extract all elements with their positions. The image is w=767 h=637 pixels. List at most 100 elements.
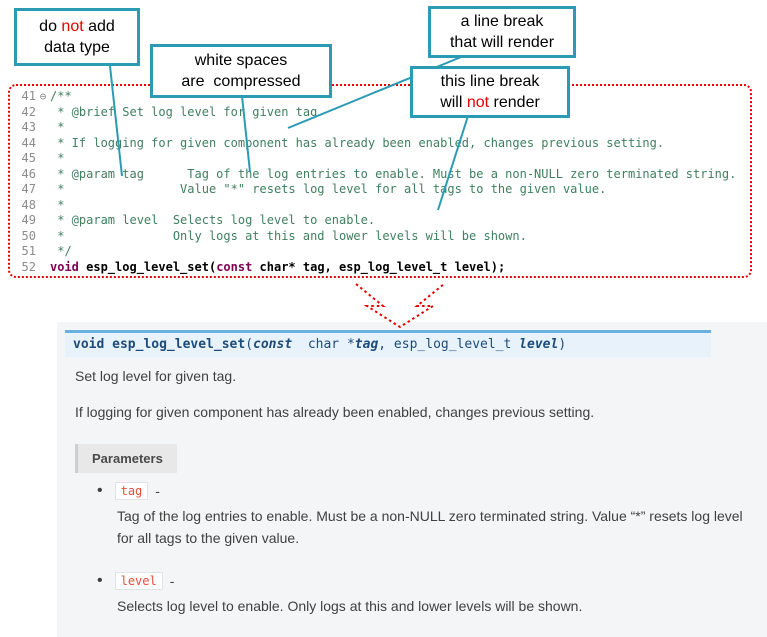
callout-line: are compressed [181, 71, 300, 92]
text-segment: esp_log_level_set [112, 337, 246, 352]
text-segment: white spaces [194, 51, 288, 69]
code-line: 51 */ [16, 244, 750, 260]
code-text: /** [50, 89, 72, 105]
fold-icon [36, 167, 50, 183]
fold-icon [36, 198, 50, 214]
text-segment: char* tag, esp_log_level_t level); [252, 259, 506, 274]
line-number: 51 [21, 244, 36, 258]
code-line: 50 * Only logs at this and lower levels … [16, 229, 750, 245]
param-description: Tag of the log entries to enable. Must b… [117, 508, 743, 547]
text-segment: */ [50, 244, 72, 258]
line-number: 49 [21, 213, 36, 227]
code-line: 48 * [16, 198, 750, 214]
fold-icon [36, 244, 50, 260]
code-text: * @param level Selects log level to enab… [50, 213, 375, 229]
callout-line: white spaces [195, 50, 288, 71]
code-line: 45 * [16, 151, 750, 167]
text-segment: render [489, 94, 540, 111]
code-text: void esp_log_level_set(const char* tag, … [50, 260, 505, 276]
callout-whitespace: white spaces are compressed [150, 44, 332, 98]
fold-icon [36, 136, 50, 152]
code-line: 52 void esp_log_level_set(const char* tag… [16, 260, 750, 276]
code-editor: 41⊖/**42 * @brief Set log level for give… [8, 84, 752, 278]
text-segment: * @param level Selects log level to enab… [50, 213, 376, 227]
text-segment: tag [354, 337, 379, 352]
callout-line: a line break [461, 11, 544, 32]
callout-line: this line break [441, 71, 540, 92]
text-segment: void [50, 259, 79, 274]
code-line: 41⊖/** [16, 89, 750, 105]
code-text: * [50, 120, 64, 136]
text-segment: * [50, 197, 65, 212]
text-segment: const [253, 337, 293, 352]
text-segment: do [39, 17, 62, 35]
text-segment: not [61, 17, 84, 35]
line-number: 45 [21, 151, 36, 165]
text-segment: level [519, 337, 559, 352]
callout-line: data type [44, 37, 110, 58]
text-segment: * @param tag Tag of the log entries to e… [50, 166, 737, 181]
code-text: * Only logs at this and lower levels wil… [50, 229, 527, 245]
line-number: 47 [21, 182, 36, 196]
callout-line: do not add [39, 16, 115, 37]
text-segment: add [83, 17, 115, 35]
text-segment: void [73, 337, 105, 352]
text-segment: , esp_log_level_t [378, 337, 520, 352]
code-line: 44 * If logging for given component has … [16, 136, 750, 152]
text-segment: not [466, 94, 490, 111]
text-segment: esp_log_level_set( [78, 259, 217, 274]
text-segment: * [50, 120, 65, 134]
code-line: 49 * @param level Selects log level to e… [16, 213, 750, 229]
fold-icon [36, 213, 50, 229]
param-name-chip: level [114, 572, 163, 590]
bullet-icon: • [97, 482, 103, 499]
fold-icon [36, 151, 50, 167]
code-line: 43 * [16, 120, 750, 136]
text-segment: ) [558, 337, 567, 352]
code-text: * [50, 151, 64, 167]
code-text: * @brief Set log level for given tag [50, 105, 317, 121]
summary-paragraph: Set log level for given tag. [75, 368, 237, 384]
line-number: 44 [21, 135, 36, 150]
function-signature: void esp_log_level_set(const char *tag, … [65, 330, 711, 357]
code-line: 47 * Value "*" resets log level for all … [16, 182, 750, 198]
fold-icon: ⊖ [39, 90, 47, 103]
fold-icon [36, 120, 50, 136]
text-segment: char * [292, 337, 355, 352]
line-number: 52 [21, 259, 36, 274]
param-separator: - [155, 483, 160, 499]
param-item: • level - [97, 572, 174, 590]
text-segment: a line break [460, 12, 544, 30]
code-line: 42 * @brief Set log level for given tag [16, 105, 750, 121]
fold-icon [36, 182, 50, 198]
code-text: * [50, 198, 64, 214]
line-number: 50 [21, 228, 36, 243]
text-segment: data type [44, 39, 110, 56]
text-segment: this line break [440, 72, 540, 90]
param-description: Selects log level to enable. Only logs a… [117, 598, 583, 614]
text-segment: * Value "*" resets log level for all tag… [50, 182, 607, 196]
bullet-icon: • [97, 572, 103, 589]
line-number: 41 [21, 89, 36, 103]
param-separator: - [169, 573, 175, 589]
line-number: 43 [21, 120, 36, 134]
fold-icon [36, 229, 50, 245]
param-name-chip: tag [114, 482, 149, 500]
fold-icon [36, 260, 50, 276]
down-arrow-icon [355, 283, 445, 329]
callout-line: will not render [440, 92, 540, 113]
param-item: • tag - [97, 482, 160, 500]
code-line: 46 * @param tag Tag of the log entries t… [16, 167, 750, 183]
text-segment: ( [245, 337, 254, 352]
text-segment: const [216, 259, 253, 274]
line-number: 48 [21, 197, 36, 212]
text-segment: will [440, 94, 467, 111]
rendered-docs: void esp_log_level_set(const char *tag, … [57, 322, 767, 637]
text-segment: * [50, 151, 65, 165]
text-segment: are compressed [181, 73, 301, 90]
text-segment: /** [50, 89, 72, 103]
fold-icon [36, 105, 50, 121]
text-segment [104, 337, 112, 352]
code-text: */ [50, 244, 72, 260]
